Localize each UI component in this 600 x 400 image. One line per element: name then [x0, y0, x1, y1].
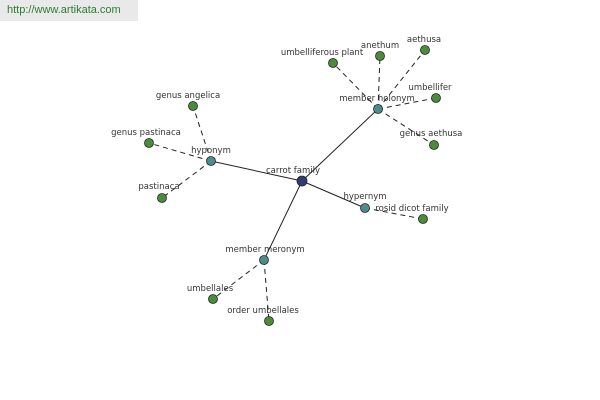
node-carrot-family[interactable]: [296, 175, 308, 187]
label-anethum[interactable]: anethum: [361, 41, 399, 51]
node-genus-angelica[interactable]: [188, 101, 198, 111]
node-genus-pastinaca[interactable]: [144, 138, 154, 148]
label-carrot-family[interactable]: carrot family: [266, 166, 320, 176]
label-order-umbellales[interactable]: order umbellales: [227, 306, 299, 316]
label-pastinaca[interactable]: pastinaca: [138, 182, 179, 192]
edges-layer: [148, 49, 437, 322]
label-hypernym[interactable]: hypernym: [343, 192, 386, 202]
edge-member-holonym-to-umbellifer: [377, 97, 437, 110]
labels-layer: carrot family member holonym hyponym hypern…: [111, 35, 462, 316]
edge-hyponym-to-genus-pastinaca: [148, 142, 212, 162]
node-pastinaca[interactable]: [157, 193, 167, 203]
node-order-umbellales[interactable]: [264, 316, 274, 326]
node-member-meronym[interactable]: [259, 255, 269, 265]
edge-member-meronym-to-order-umbellales: [263, 259, 270, 322]
label-hyponym[interactable]: hyponym: [191, 146, 231, 156]
node-genus-aethusa[interactable]: [429, 140, 439, 150]
node-rosid-dicot-family[interactable]: [418, 214, 428, 224]
edge-hyponym-to-genus-angelica: [192, 105, 212, 162]
edge-member-holonym-to-genus-aethusa: [377, 108, 435, 146]
edge-carrot-family-to-hypernym: [301, 180, 366, 209]
edge-hyponym-to-pastinaca: [161, 160, 212, 199]
edge-carrot-family-to-member-holonym: [301, 108, 379, 182]
label-umbelliferous-plant[interactable]: umbelliferous plant: [281, 48, 364, 58]
label-umbellales[interactable]: umbellales: [187, 284, 234, 294]
watermark-link[interactable]: http://www.artikata.com: [0, 0, 138, 21]
edge-carrot-family-to-member-meronym: [263, 180, 303, 261]
edge-member-holonym-to-aethusa: [377, 49, 426, 110]
node-member-holonym[interactable]: [373, 104, 383, 114]
node-umbellifer[interactable]: [431, 93, 441, 103]
node-anethum[interactable]: [375, 51, 385, 61]
label-umbellifer[interactable]: umbellifer: [408, 83, 452, 93]
label-genus-pastinaca[interactable]: genus pastinaca: [111, 128, 181, 138]
label-genus-angelica[interactable]: genus angelica: [156, 91, 220, 101]
edge-member-meronym-to-umbellales: [212, 259, 265, 300]
label-rosid-dicot-family[interactable]: rosid dicot family: [375, 204, 448, 214]
label-member-holonym[interactable]: member holonym: [339, 94, 414, 104]
label-member-meronym[interactable]: member meronym: [225, 245, 304, 255]
nodes-layer: [144, 45, 441, 326]
edge-hypernym-to-rosid-dicot-family: [364, 207, 424, 220]
node-hypernym[interactable]: [360, 203, 370, 213]
node-aethusa[interactable]: [420, 45, 430, 55]
label-genus-aethusa[interactable]: genus aethusa: [400, 129, 463, 139]
edge-carrot-family-to-hyponym: [210, 160, 303, 182]
edge-member-holonym-to-umbelliferous-plant: [332, 62, 379, 110]
node-umbellales[interactable]: [208, 294, 218, 304]
label-aethusa[interactable]: aethusa: [407, 35, 441, 45]
node-hyponym[interactable]: [206, 156, 216, 166]
node-umbelliferous-plant[interactable]: [328, 58, 338, 68]
